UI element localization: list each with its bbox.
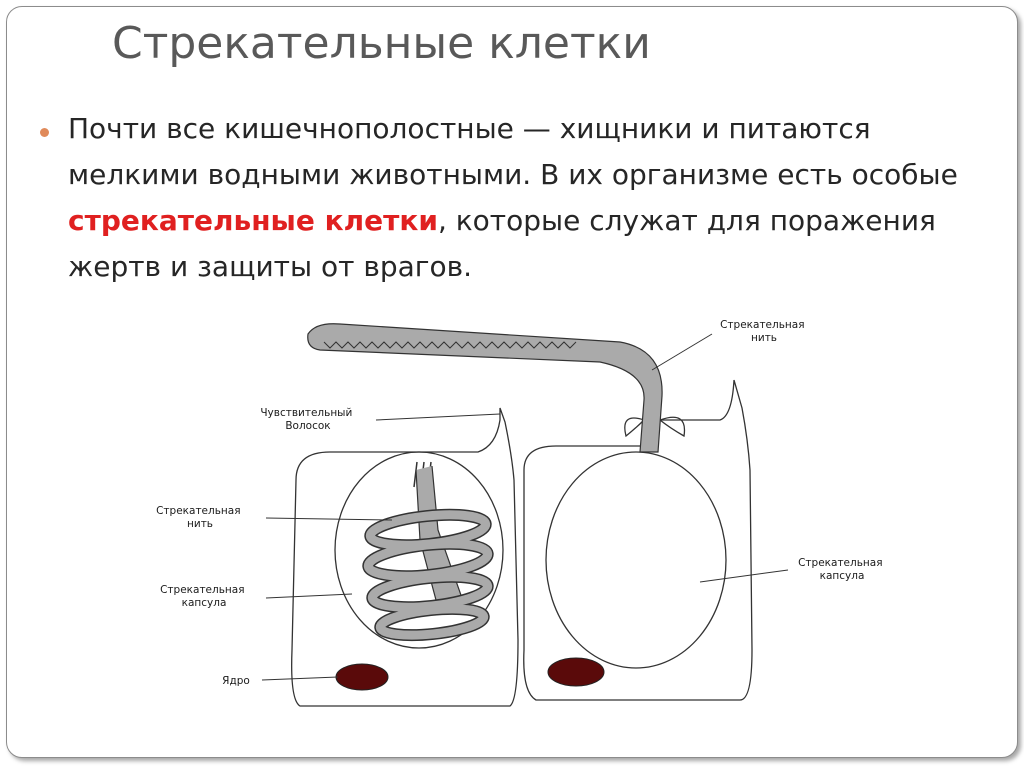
highlighted-term: стрекательные клетки bbox=[68, 204, 438, 237]
thread-serration bbox=[323, 341, 577, 349]
bullet-paragraph: Почти все кишечнополостные — хищники и п… bbox=[68, 106, 998, 290]
bullet-icon bbox=[40, 128, 49, 137]
right-barbs bbox=[624, 416, 686, 438]
label-right-capsule: Стрекательная капсула bbox=[798, 557, 886, 582]
bullet-text-start: Почти все кишечнополостные — хищники и п… bbox=[68, 112, 958, 191]
page-title: Стрекательные клетки bbox=[112, 18, 651, 69]
right-nucleus bbox=[547, 657, 605, 687]
label-left-capsule: Стрекательная капсула bbox=[160, 584, 248, 609]
bullet-text-end: , которые служат для поражения жертв и з… bbox=[68, 204, 936, 283]
right-capsule bbox=[545, 451, 727, 669]
label-right-thread: Стрекательная нить bbox=[720, 319, 808, 344]
label-sensitive-hair: Чувствительный Волосок bbox=[260, 407, 355, 432]
label-nucleus: Ядро bbox=[222, 675, 250, 687]
left-nucleus bbox=[335, 663, 389, 691]
label-left-thread: Стрекательная нить bbox=[156, 505, 244, 530]
left-coiled-thread-fill bbox=[363, 510, 493, 640]
left-capsule bbox=[334, 451, 504, 649]
left-cell-outline bbox=[291, 407, 519, 707]
slide-frame bbox=[6, 6, 1018, 758]
leader-lines bbox=[261, 333, 789, 681]
right-cell-outline bbox=[523, 379, 753, 701]
right-discharged-thread bbox=[307, 323, 663, 453]
